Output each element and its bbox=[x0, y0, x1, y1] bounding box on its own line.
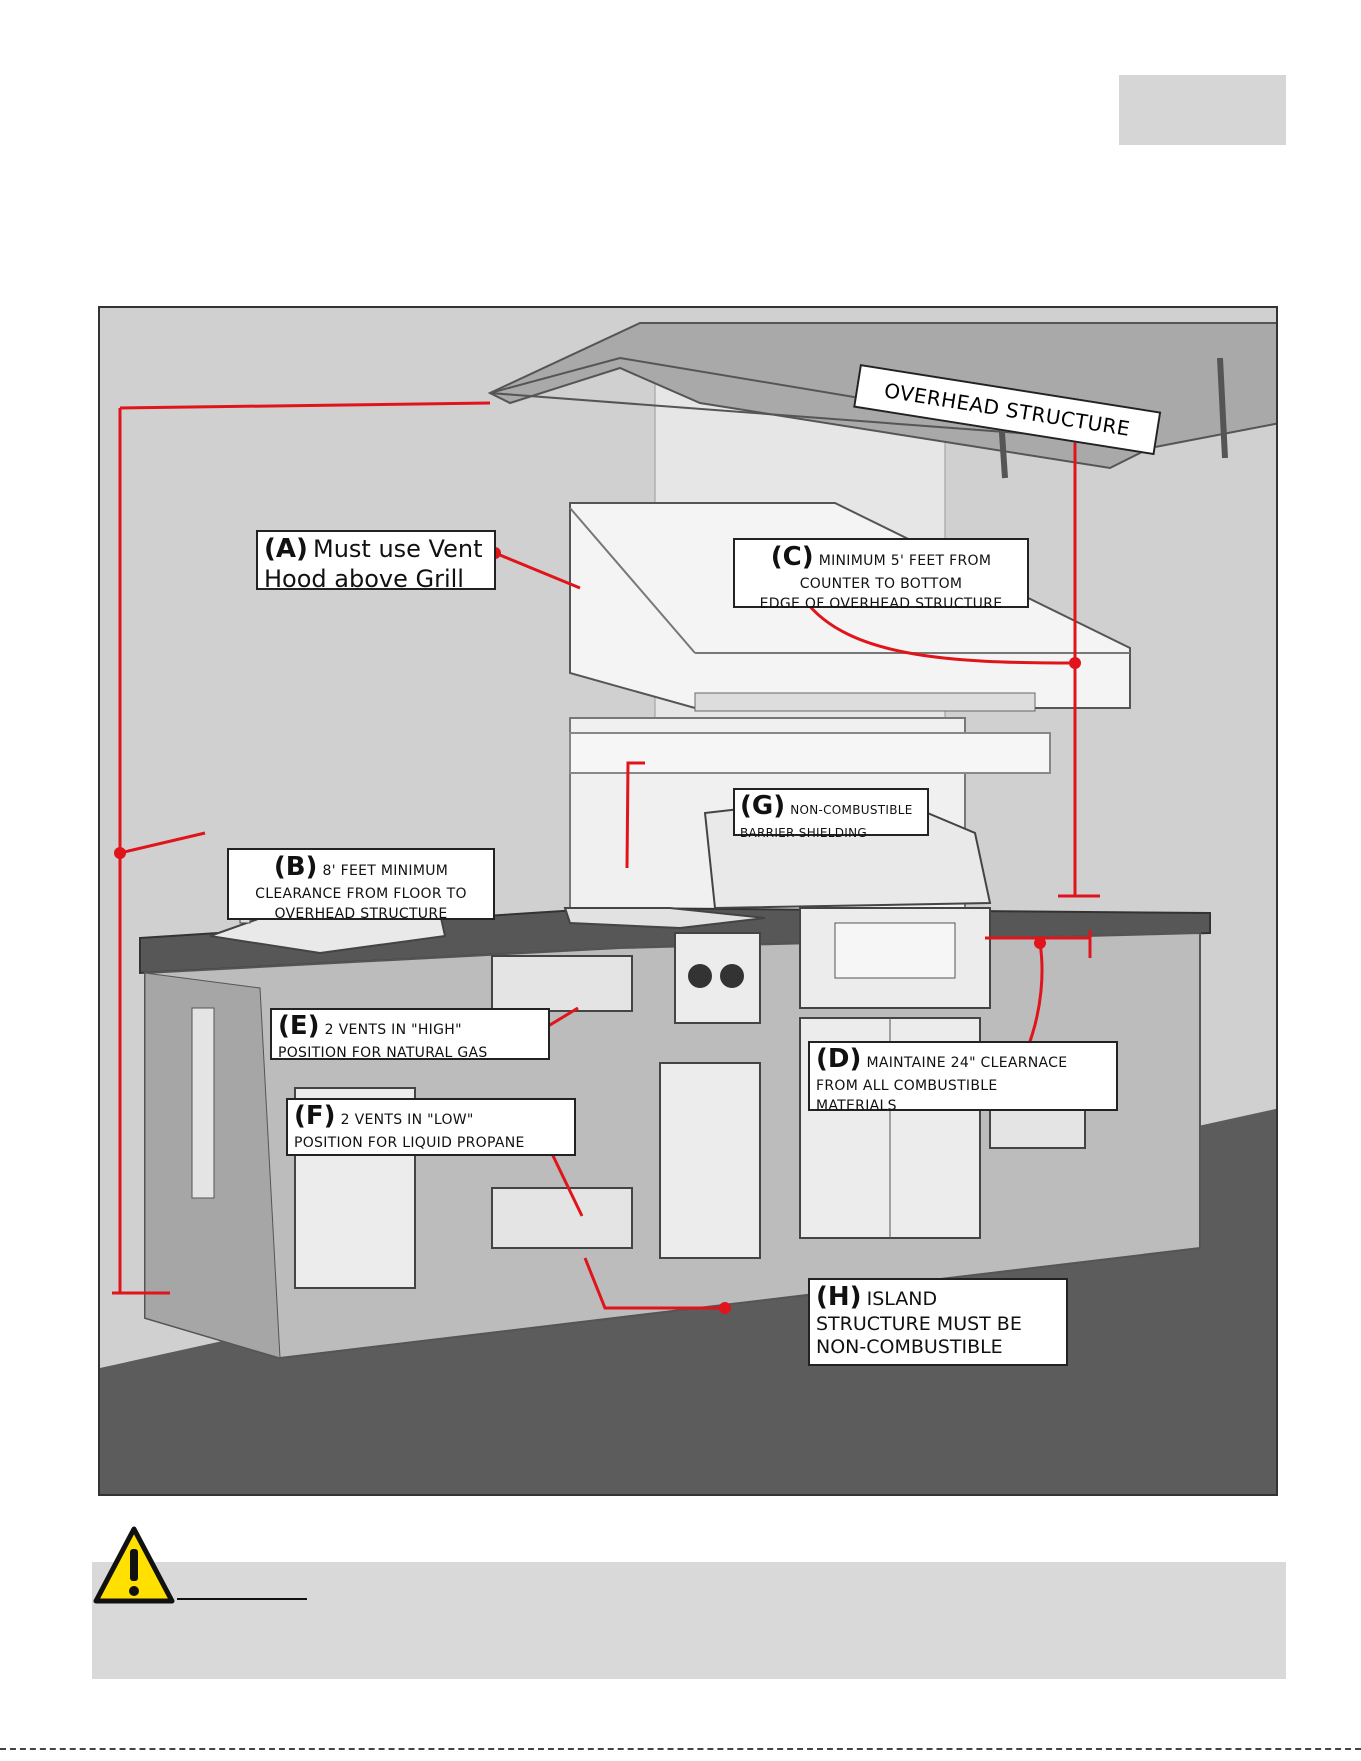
side-vent bbox=[191, 1007, 215, 1199]
callout-d-line1: MAINTAINE 24" CLEARNACE bbox=[866, 1055, 1068, 1071]
callout-c-letter: (C) bbox=[770, 542, 814, 572]
installation-diagram: OVERHEAD STRUCTURE (A) Must use Vent Hoo… bbox=[98, 306, 1278, 1496]
callout-b-line3: OVERHEAD STRUCTURE bbox=[274, 905, 448, 922]
callout-d-letter: (D) bbox=[816, 1044, 862, 1074]
callout-h-letter: (H) bbox=[816, 1282, 862, 1312]
callout-c-line3: EDGE OF OVERHEAD STRUCTURE bbox=[759, 595, 1003, 612]
callout-c: (C) MINIMUM 5' FEET FROM COUNTER TO BOTT… bbox=[733, 538, 1029, 612]
vent-high bbox=[491, 955, 633, 1012]
callout-f: (F) 2 VENTS IN "LOW" POSITION FOR LIQUID… bbox=[286, 1098, 576, 1156]
callout-d: (D) MAINTAINE 24" CLEARNACE FROM ALL COM… bbox=[808, 1041, 1118, 1114]
callout-e-line1: 2 VENTS IN "HIGH" bbox=[324, 1022, 462, 1038]
callout-b-line2: CLEARANCE FROM FLOOR TO bbox=[255, 886, 467, 903]
callout-b-letter: (B) bbox=[273, 852, 318, 882]
callout-f-letter: (F) bbox=[294, 1101, 336, 1131]
callout-b: (B) 8' FEET MINIMUM CLEARANCE FROM FLOOR… bbox=[227, 848, 495, 922]
warning-heading-underline bbox=[177, 1598, 307, 1600]
callout-h: (H) ISLAND STRUCTURE MUST BE NON-COMBUST… bbox=[808, 1278, 1068, 1366]
warning-triangle-icon bbox=[93, 1526, 175, 1604]
callout-e-line2: POSITION FOR NATURAL GAS bbox=[278, 1045, 488, 1062]
callout-h-line2: STRUCTURE MUST BE bbox=[816, 1313, 1022, 1336]
side-burner bbox=[563, 907, 766, 930]
callout-a: (A) Must use Vent Hood above Grill bbox=[256, 530, 496, 594]
callout-a-letter: (A) bbox=[264, 534, 308, 564]
drawer-stack bbox=[659, 1062, 761, 1259]
callout-f-line2: POSITION FOR LIQUID PROPANE bbox=[294, 1135, 525, 1152]
vent-low bbox=[491, 1187, 633, 1249]
page-tab-marker bbox=[1119, 75, 1286, 145]
callout-g-line1: NON-COMBUSTIBLE bbox=[790, 803, 913, 817]
callout-h-line1: ISLAND bbox=[866, 1288, 938, 1310]
callout-d-line2: FROM ALL COMBUSTIBLE bbox=[816, 1078, 998, 1095]
callout-g-letter: (G) bbox=[740, 791, 786, 821]
callout-h-line3: NON-COMBUSTIBLE bbox=[816, 1335, 1003, 1358]
callout-f-line1: 2 VENTS IN "LOW" bbox=[340, 1112, 474, 1128]
callout-b-line1: 8' FEET MINIMUM bbox=[322, 863, 449, 879]
callout-e: (E) 2 VENTS IN "HIGH" POSITION FOR NATUR… bbox=[270, 1008, 550, 1062]
callout-g-line2: BARRIER SHIELDING bbox=[740, 826, 867, 841]
warning-panel bbox=[92, 1562, 1286, 1679]
callout-c-line1: MINIMUM 5' FEET FROM bbox=[818, 553, 992, 569]
callout-c-line2: COUNTER TO BOTTOM bbox=[799, 576, 963, 593]
callout-d-line3: MATERIALS bbox=[816, 1097, 897, 1114]
callout-g: (G) NON-COMBUSTIBLE BARRIER SHIELDING bbox=[733, 788, 929, 840]
callout-e-letter: (E) bbox=[278, 1011, 320, 1041]
callout-a-line1: Must use Vent bbox=[312, 535, 483, 563]
page-bottom-rule bbox=[0, 1748, 1361, 1750]
callout-a-line2: Hood above Grill bbox=[264, 565, 464, 594]
